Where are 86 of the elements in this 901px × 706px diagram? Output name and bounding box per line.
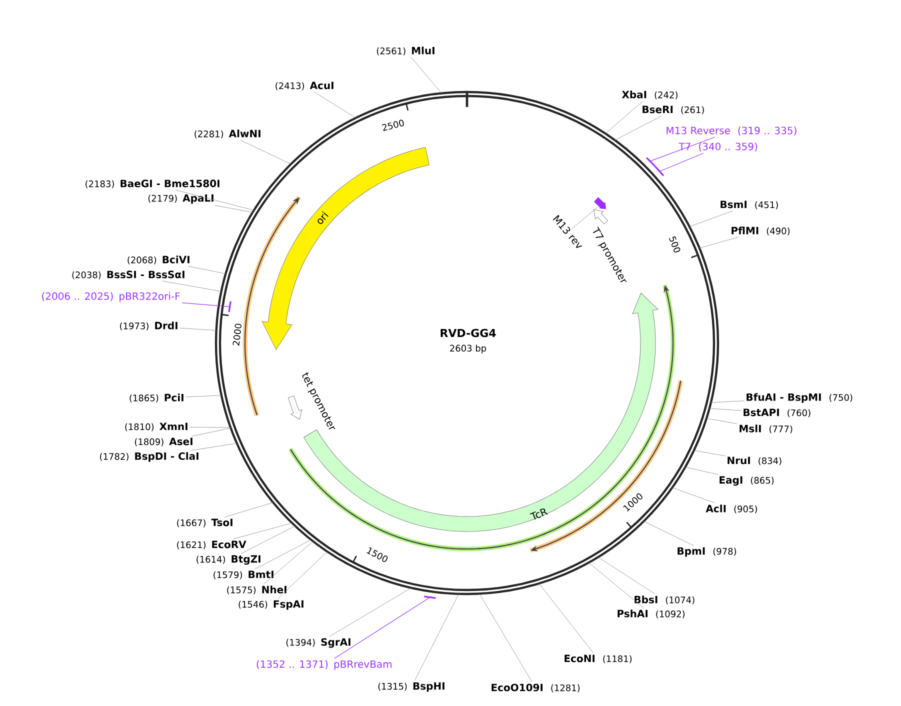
enzyme-label: (1809) AseI xyxy=(134,438,192,446)
enzyme-label: (1973) DrdI xyxy=(120,322,178,330)
leader-line xyxy=(479,594,532,682)
leader-line xyxy=(588,562,644,608)
leader-line xyxy=(605,100,644,134)
leader-line xyxy=(224,502,274,518)
enzyme-label: (2038) BssSI - BssSαI xyxy=(72,270,184,280)
leader-line xyxy=(254,540,312,570)
tick-label: 500 xyxy=(669,236,680,252)
enzyme-label: (2183) BaeGI - Bme1580I xyxy=(86,180,220,188)
leader-line xyxy=(215,205,253,213)
leader-line xyxy=(182,302,230,307)
leader-line xyxy=(232,522,292,540)
enzyme-label: (1394) SgrAI xyxy=(286,638,350,648)
enzyme-label: (1782) BspDI - ClaI xyxy=(100,452,198,462)
leader-line xyxy=(240,526,296,554)
leader-line xyxy=(659,152,704,172)
primer-arrow xyxy=(594,197,606,210)
enzyme-label: (1865) PciI xyxy=(130,394,184,402)
enzyme-label: NruI (834) xyxy=(728,456,782,466)
leader-line xyxy=(329,588,412,637)
leader-line xyxy=(644,521,694,546)
leader-line xyxy=(190,443,238,451)
enzyme-label: BstAPI (760) xyxy=(744,408,810,418)
tick-label: 2000 xyxy=(232,324,242,346)
leader-line xyxy=(334,597,430,659)
leader-line xyxy=(706,418,738,424)
leader-line xyxy=(538,583,594,654)
enzyme-label: BpmI (978) xyxy=(678,547,736,557)
leader-line xyxy=(175,190,254,210)
enzyme-label: (1579) BmtI xyxy=(214,570,274,580)
leader-line xyxy=(694,450,726,456)
enzyme-label: (2068) BciVI xyxy=(128,256,190,264)
leader-line xyxy=(180,328,217,331)
leader-line xyxy=(672,487,716,504)
primer-label: M13 Reverse (319 .. 335) xyxy=(666,126,796,136)
enzyme-label: (2281) AlwNI xyxy=(194,130,260,138)
enzyme-label: (1546) FspAI xyxy=(238,600,304,610)
leader-line xyxy=(162,280,222,292)
leader-line xyxy=(710,400,744,403)
enzyme-label: BfuAI - BspMI (750) xyxy=(746,393,852,403)
enzyme-label: (2413) AcuI xyxy=(276,82,334,90)
primer-label: (2006 .. 2025) pBR322ori-F xyxy=(42,292,180,302)
leader-line xyxy=(614,116,662,140)
enzyme-label: EagI (865) xyxy=(720,476,774,486)
enzyme-label: (2561) MluI xyxy=(376,46,434,56)
enzyme-label: (2179) ApaLI xyxy=(148,194,214,204)
enzyme-label: (1810) XmnI xyxy=(125,422,188,432)
leader-line xyxy=(188,266,226,274)
enzyme-label: PshAI (1092) xyxy=(618,610,685,618)
leader-line xyxy=(240,140,292,164)
tick-label: 1500 xyxy=(366,547,388,562)
enzyme-label: (1621) EcoRV xyxy=(177,540,246,550)
leader-line xyxy=(689,210,733,227)
leader-line xyxy=(598,556,656,594)
leader-line xyxy=(572,206,598,229)
enzyme-label: EcoO109I (1281) xyxy=(492,684,580,692)
tick-label: 2500 xyxy=(382,120,404,132)
leader-line xyxy=(650,136,716,162)
enzyme-label: MslI (777) xyxy=(740,424,792,434)
leader-line xyxy=(278,551,328,599)
enzyme-label: PflMI (490) xyxy=(732,226,790,236)
enzyme-label: (1614) BtgZI xyxy=(196,555,260,565)
leader-line xyxy=(186,395,222,398)
enzyme-label: (1667) TsoI xyxy=(177,518,232,528)
enzyme-label: (1315) BspHI xyxy=(378,682,444,692)
enzyme-label: EcoNI (1181) xyxy=(564,654,632,664)
plasmid-name: RVD-GG4 xyxy=(440,328,496,338)
primer-label: T7 (340 .. 359) xyxy=(678,142,758,152)
leader-line xyxy=(314,92,356,118)
leader-line xyxy=(264,541,314,584)
enzyme-label: AclI (905) xyxy=(706,504,757,514)
leader-line xyxy=(699,236,739,248)
leader-line xyxy=(190,427,231,428)
leader-line xyxy=(192,428,232,436)
leader-line xyxy=(709,408,742,411)
enzyme-label: BseRI (261) xyxy=(642,106,704,114)
leader-line xyxy=(410,56,442,94)
enzyme-label: BbsI (1074) xyxy=(634,596,694,604)
enzyme-label: XbaI (242) xyxy=(622,90,678,100)
leader-line xyxy=(414,594,460,681)
plasmid-size: 2603 bp xyxy=(450,344,486,354)
leader-line xyxy=(685,466,718,475)
primer-label: (1352 .. 1371) pBRrevBam xyxy=(256,660,392,670)
enzyme-label: (1575) NheI xyxy=(227,586,286,594)
enzyme-label: BsmI (451) xyxy=(720,200,778,210)
